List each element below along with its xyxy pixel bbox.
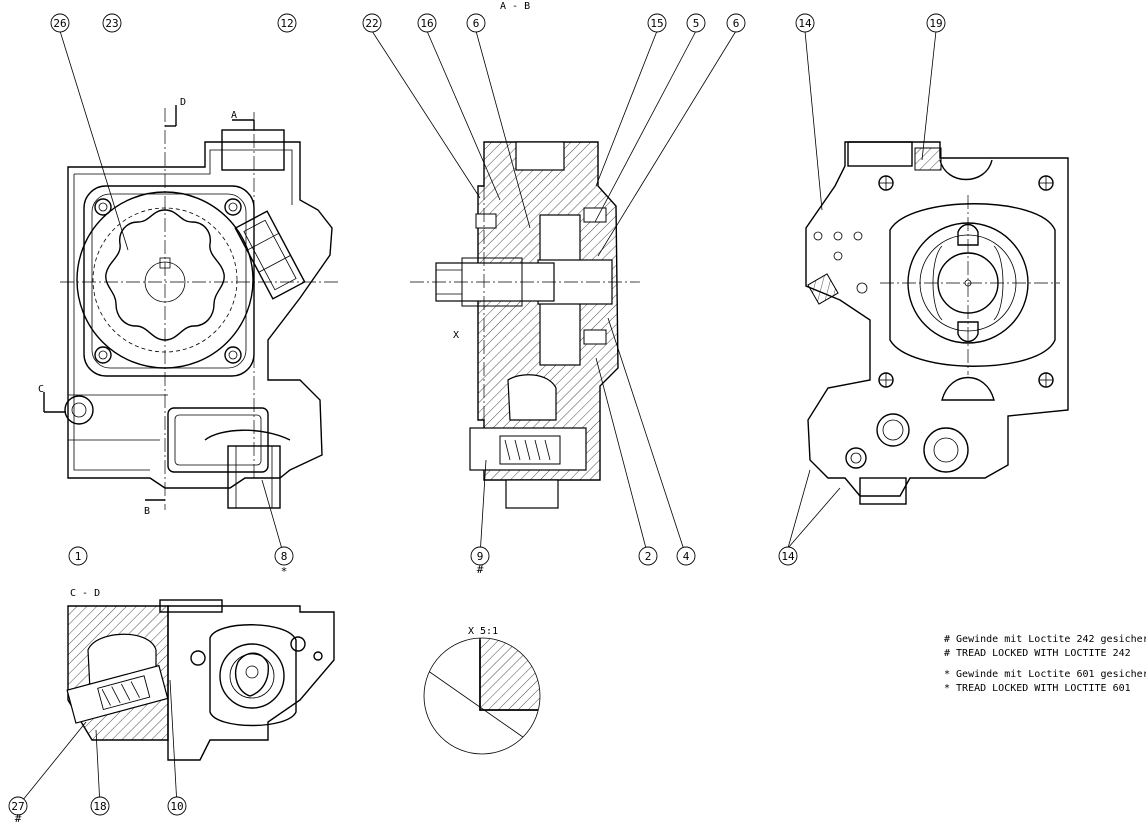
svg-text:2: 2 (645, 550, 652, 563)
balloon-27: 27# (8, 796, 28, 823)
svg-text:#: # (15, 812, 22, 823)
svg-text:18: 18 (93, 800, 106, 813)
svg-text:#: # (477, 563, 484, 576)
bolt-tl-icon (94, 198, 112, 216)
rear-bolt-3-icon (878, 372, 894, 388)
balloon-14-bottom: 14 (778, 546, 798, 566)
rear-bolt-2-icon (1038, 175, 1054, 191)
svg-text:27: 27 (11, 800, 24, 813)
svg-text:10: 10 (170, 800, 183, 813)
section-cd-title: C - D (70, 588, 100, 599)
balloon-5: 5 (686, 13, 706, 33)
svg-text:8: 8 (281, 550, 288, 563)
bolt-tr-icon (224, 198, 242, 216)
detail-x-marker: X (453, 330, 459, 341)
front-view: D A C B (38, 30, 340, 557)
svg-text:6: 6 (733, 17, 740, 30)
balloon-23: 23 (102, 13, 122, 33)
balloon-15: 15 (647, 13, 667, 33)
section-ab-view: A - B X (371, 1, 737, 557)
balloon-22: 22 (362, 13, 382, 33)
note-line-4: * TREAD LOCKED WITH LOCTITE 601 (944, 683, 1131, 694)
section-cd-view: C - D (17, 588, 335, 807)
rear-bolt-4-icon (1038, 372, 1054, 388)
svg-text:14: 14 (798, 17, 812, 30)
svg-text:12: 12 (280, 17, 293, 30)
detail-x-view: X 5:1 (423, 626, 541, 755)
svg-text:22: 22 (365, 17, 378, 30)
svg-text:9: 9 (477, 550, 484, 563)
balloon-1: 1 (68, 546, 88, 566)
note-line-3: * Gewinde mit Loctite 601 gesichert (944, 669, 1146, 680)
balloon-2: 2 (638, 546, 658, 566)
balloon-14-top: 14 (795, 13, 815, 33)
svg-text:*: * (281, 565, 288, 578)
balloon-6a: 6 (466, 13, 486, 33)
rear-view (787, 30, 1069, 549)
svg-text:6: 6 (473, 17, 480, 30)
svg-text:4: 4 (683, 550, 690, 563)
note-line-2: # TREAD LOCKED WITH LOCTITE 242 (944, 648, 1131, 659)
svg-text:14: 14 (781, 550, 795, 563)
balloon-6b: 6 (726, 13, 746, 33)
cut-label-c: C (38, 384, 44, 395)
section-ab-title: A - B (500, 1, 530, 12)
balloon-4: 4 (676, 546, 696, 566)
balloon-19: 19 (926, 13, 946, 33)
svg-text:1: 1 (75, 550, 82, 563)
rear-bolt-1-icon (878, 175, 894, 191)
balloon-12: 12 (277, 13, 297, 33)
detail-title: X 5:1 (468, 626, 498, 637)
balloon-10: 10 (167, 796, 187, 816)
svg-text:16: 16 (420, 17, 433, 30)
balloon-18: 18 (90, 796, 110, 816)
svg-text:26: 26 (53, 17, 66, 30)
balloon-26: 26 (50, 13, 70, 33)
svg-text:15: 15 (650, 17, 663, 30)
cut-label-a: A (231, 110, 237, 121)
svg-text:19: 19 (929, 17, 942, 30)
cut-label-d: D (180, 97, 186, 108)
bolt-bl-icon (94, 346, 112, 364)
bolt-br-icon (224, 346, 242, 364)
thread-lock-notes: # Gewinde mit Loctite 242 gesichert # TR… (944, 634, 1146, 694)
balloon-16: 16 (417, 13, 437, 33)
svg-text:23: 23 (105, 17, 118, 30)
note-line-1: # Gewinde mit Loctite 242 gesichert (944, 634, 1146, 645)
valve-cartridge (234, 210, 306, 300)
svg-text:5: 5 (693, 17, 700, 30)
balloon-8: 8* (274, 546, 294, 578)
cut-label-b: B (144, 506, 150, 517)
balloon-9: 9# (470, 546, 490, 576)
